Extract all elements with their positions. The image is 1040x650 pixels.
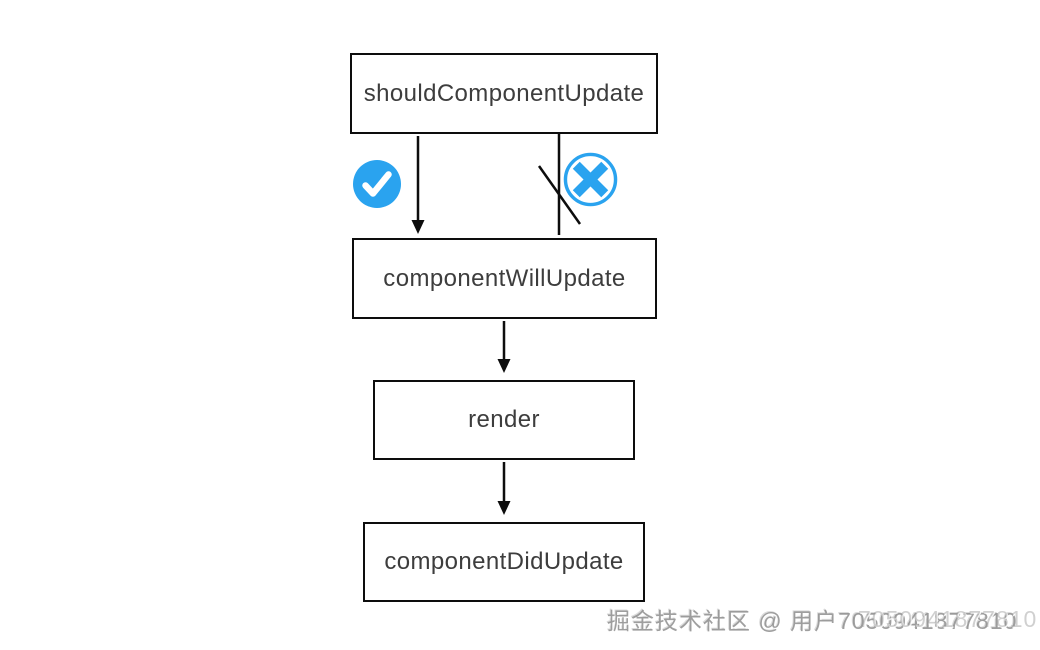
node-label: componentWillUpdate xyxy=(383,264,626,292)
node-component-did-update: componentDidUpdate xyxy=(363,522,645,602)
watermark-ghost-digits: 7050941877810 xyxy=(858,606,1038,632)
node-should-component-update: shouldComponentUpdate xyxy=(350,53,658,134)
cross-circle-icon xyxy=(563,152,618,207)
edge-will-to-render-arrowhead xyxy=(497,359,511,373)
watermark: 掘金技术社区 @ 用户7050941877810 xyxy=(607,602,1017,636)
check-circle-icon xyxy=(352,159,402,209)
node-label: shouldComponentUpdate xyxy=(363,79,645,107)
node-component-will-update: componentWillUpdate xyxy=(352,238,657,319)
node-render: render xyxy=(373,380,635,460)
watermark-prefix: 掘金技术社区 @ 用户 xyxy=(607,608,839,634)
node-label: render xyxy=(468,406,540,433)
node-label: componentDidUpdate xyxy=(384,548,624,575)
edge-render-to-did-arrowhead xyxy=(497,501,511,515)
watermark-user-id: 7050941877810 xyxy=(838,608,1018,634)
edge-true-arrowhead xyxy=(411,220,425,234)
